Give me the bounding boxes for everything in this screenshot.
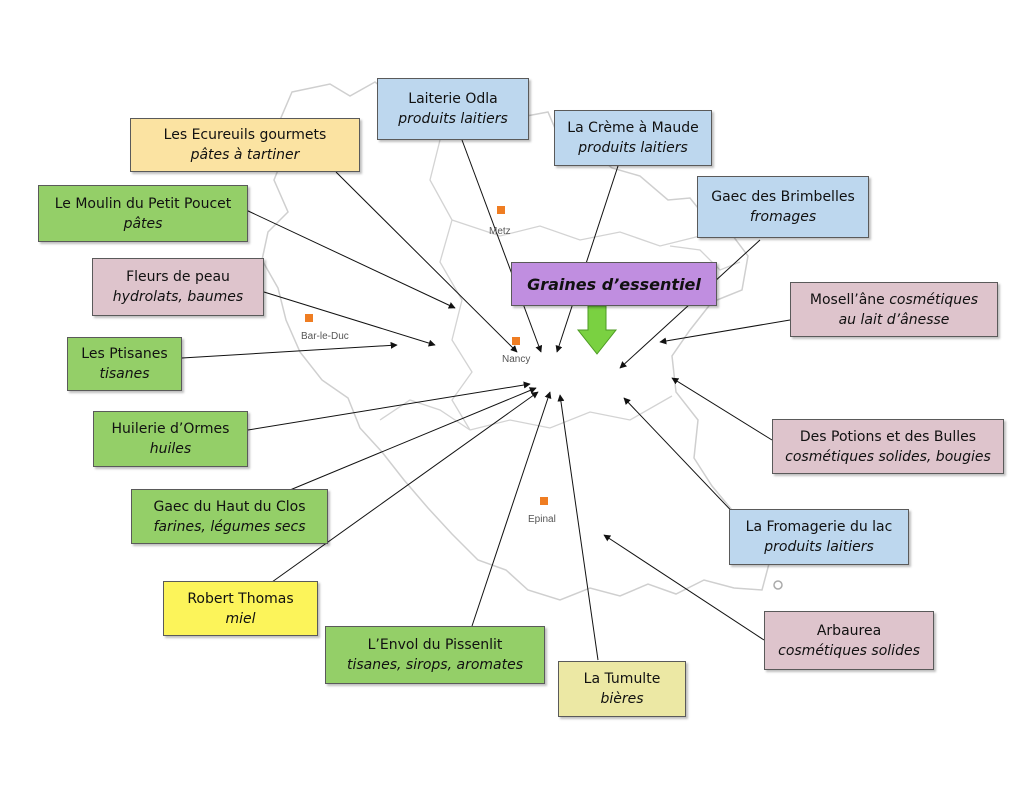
producer-product: fromages bbox=[749, 209, 817, 225]
producer-name: Le Moulin du Petit Poucet bbox=[54, 195, 232, 212]
arrow-gaec-haut-clos bbox=[289, 387, 537, 491]
arrow-arbaurea bbox=[603, 534, 765, 641]
producer-product: pâtes à tartiner bbox=[190, 147, 300, 163]
department-boundary bbox=[379, 399, 471, 431]
department-boundary bbox=[469, 395, 673, 431]
producer-box-ecureuils-gourmets: Les Ecureuils gourmets pâtes à tartiner bbox=[130, 118, 360, 172]
arrow-robert-thomas bbox=[271, 391, 539, 583]
arrow-moulin-petit-poucet bbox=[245, 209, 456, 309]
city-marker-bar-le-duc bbox=[305, 314, 313, 322]
city-label-nancy: Nancy bbox=[502, 354, 531, 365]
producer-product: produits laitiers bbox=[398, 111, 508, 127]
department-boundary bbox=[429, 95, 473, 431]
producer-name: La Fromagerie du lac bbox=[745, 519, 893, 535]
producer-name-inline: Mosell’âne bbox=[809, 291, 885, 308]
department-boundary bbox=[451, 219, 701, 247]
arrow-potions-bulles bbox=[671, 377, 773, 441]
city-marker-metz bbox=[497, 206, 505, 214]
map-marker-circle bbox=[773, 580, 783, 590]
producer-box-arbaurea: Arbaurea cosmétiques solides bbox=[764, 611, 934, 670]
producer-product: hydrolats, baumes bbox=[112, 289, 244, 305]
city-label-bar-le-duc: Bar-le-Duc bbox=[301, 331, 349, 342]
producer-name: Robert Thomas bbox=[187, 590, 294, 607]
producer-name: Arbaurea bbox=[816, 622, 882, 639]
producer-box-tumulte: La Tumulte bières bbox=[558, 661, 686, 717]
producer-box-envol-pissenlit: L’Envol du Pissenlit tisanes, sirops, ar… bbox=[325, 626, 545, 684]
producer-name: Laiterie Odla bbox=[408, 91, 498, 107]
producer-box-gaec-haut-clos: Gaec du Haut du Clos farines, légumes se… bbox=[131, 489, 328, 544]
producer-name: Gaec du Haut du Clos bbox=[153, 498, 306, 515]
arrow-fromagerie-lac bbox=[623, 397, 743, 523]
producer-name: Des Potions et des Bulles bbox=[799, 428, 977, 445]
producer-product-part-2: au lait d’ânesse bbox=[838, 311, 950, 328]
producer-box-robert-thomas: Robert Thomas miel bbox=[163, 581, 318, 636]
city-label-metz: Metz bbox=[489, 226, 511, 237]
producer-name: Huilerie d’Ormes bbox=[111, 421, 230, 437]
producer-product: tisanes bbox=[99, 366, 150, 382]
producer-box-fleurs-de-peau: Fleurs de peau hydrolats, baumes bbox=[92, 258, 264, 316]
producer-box-potions-bulles: Des Potions et des Bulles cosmétiques so… bbox=[772, 419, 1004, 474]
producer-product: cosmétiques solides bbox=[778, 642, 920, 659]
producer-name: Les Ptisanes bbox=[81, 346, 168, 362]
producer-product-part-1: cosmétiques bbox=[889, 291, 979, 308]
producer-name: La Crème à Maude bbox=[567, 120, 699, 136]
producer-name: L’Envol du Pissenlit bbox=[367, 637, 503, 653]
producer-product: miel bbox=[225, 610, 256, 627]
producer-product: tisanes, sirops, aromates bbox=[346, 657, 524, 673]
producer-line-1: Mosell’âne cosmétiques bbox=[810, 290, 978, 310]
producer-box-ptisanes: Les Ptisanes tisanes bbox=[67, 337, 182, 391]
producer-name: La Tumulte bbox=[583, 671, 661, 687]
producer-product: cosmétiques solides, bougies bbox=[785, 448, 991, 465]
producer-box-laiterie-odla: Laiterie Odla produits laitiers bbox=[377, 78, 529, 140]
arrow-envol-pissenlit bbox=[471, 391, 552, 627]
producer-name: Fleurs de peau bbox=[126, 269, 230, 285]
producer-box-creme-a-maude: La Crème à Maude produits laitiers bbox=[554, 110, 712, 166]
connector-arrows bbox=[181, 139, 791, 661]
producer-box-huilerie-ormes: Huilerie d’Ormes huiles bbox=[93, 411, 248, 467]
arrow-creme-a-maude bbox=[555, 165, 619, 353]
producer-product: huiles bbox=[149, 441, 192, 457]
department-boundary bbox=[669, 245, 741, 271]
producer-name: Gaec des Brimbelles bbox=[711, 189, 855, 205]
city-label-epinal: Epinal bbox=[528, 514, 556, 525]
producer-product: bières bbox=[600, 691, 644, 707]
arrow-fleurs-de-peau bbox=[263, 291, 436, 347]
producer-product: farines, légumes secs bbox=[153, 518, 306, 535]
arrow-tumulte bbox=[557, 394, 599, 661]
producer-product: pâtes bbox=[123, 215, 163, 232]
producer-box-fromagerie-lac: La Fromagerie du lac produits laitiers bbox=[729, 509, 909, 565]
center-title: Graines d’essentiel bbox=[527, 274, 701, 294]
producer-name: Les Ecureuils gourmets bbox=[163, 127, 327, 143]
producer-box-mosellane: Mosell’âne Mosell’âne cosmétiques au lai… bbox=[790, 282, 998, 337]
producer-product: produits laitiers bbox=[578, 140, 688, 156]
city-marker-nancy bbox=[512, 337, 520, 345]
producer-product: produits laitiers bbox=[764, 539, 874, 555]
producer-box-moulin-petit-poucet: Le Moulin du Petit Poucet pâtes bbox=[38, 185, 248, 242]
down-arrow-icon bbox=[576, 305, 618, 355]
arrow-laiterie-odla bbox=[461, 139, 543, 353]
arrow-mosellane bbox=[659, 319, 791, 345]
arrow-huilerie-ormes bbox=[247, 381, 531, 431]
arrow-ecureuils-gourmets bbox=[335, 171, 518, 353]
arrow-ptisanes bbox=[181, 341, 398, 359]
center-title-box: Graines d’essentiel bbox=[511, 262, 717, 306]
city-marker-epinal bbox=[540, 497, 548, 505]
producer-box-gaec-brimbelles: Gaec des Brimbelles fromages bbox=[697, 176, 869, 238]
